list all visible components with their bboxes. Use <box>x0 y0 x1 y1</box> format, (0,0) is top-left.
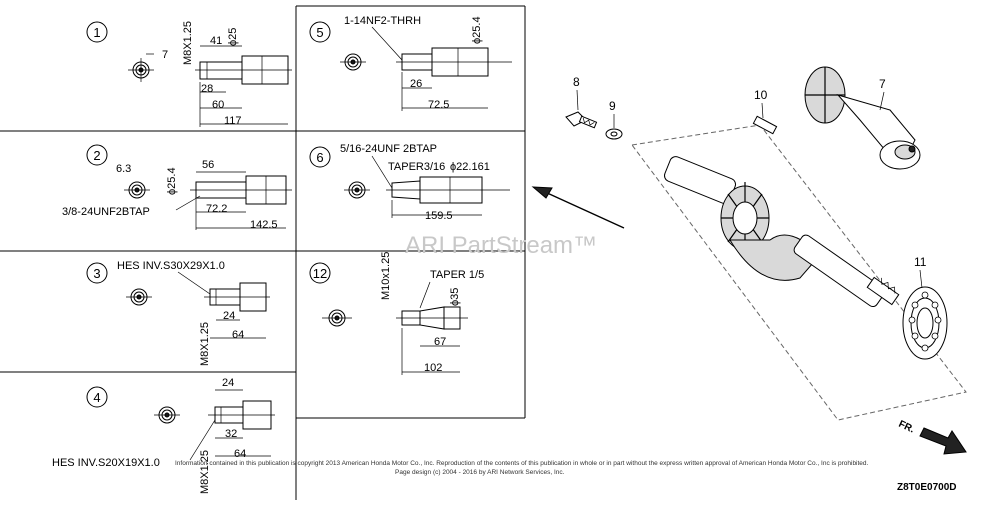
dim-32: 32 <box>225 428 237 440</box>
dim-24: 24 <box>223 310 235 322</box>
dim-67: 67 <box>434 336 446 348</box>
watermark: ARI PartStream™ <box>405 232 597 259</box>
shaft-end-view <box>128 58 154 82</box>
panel-number-circle <box>86 386 108 408</box>
shaft-end-view <box>124 181 150 199</box>
svg-text:10: 10 <box>754 88 768 102</box>
pin[interactable] <box>752 115 778 135</box>
pointer-arrow <box>531 186 625 229</box>
dim-102: 102 <box>424 362 442 374</box>
panel-number-circle <box>86 21 108 43</box>
thread-spec: 1-14NF2-THRH <box>344 15 421 27</box>
shaft-side-view <box>386 176 510 204</box>
callout-7[interactable]: 7 <box>879 77 886 111</box>
shaft-side-view <box>190 175 292 205</box>
callout-9[interactable]: 9 <box>609 99 616 128</box>
thread-spec: 3/8-24UNF2BTAP <box>62 206 150 218</box>
panel-number-circle <box>309 262 331 284</box>
diagram-code: Z8T0E0700D <box>897 482 956 493</box>
front-mark: FR. <box>897 419 916 436</box>
dim-159.5: 159.5 <box>425 210 453 222</box>
dim-56: 56 <box>202 159 214 171</box>
dim-41: 41 <box>210 35 222 47</box>
diameter-label: ϕ22.161 <box>450 161 490 173</box>
panel-2[interactable]: 2 ϕ25.4 56 6.3 72.2 142.5 3/8-24UNF2BTAP <box>62 144 292 231</box>
dim-6.3: 6.3 <box>116 163 131 175</box>
callout-10[interactable]: 10 <box>754 88 768 119</box>
panel-number: 3 <box>93 266 100 281</box>
callout-8[interactable]: 8 <box>573 75 580 111</box>
panel-number-circle <box>309 146 331 168</box>
crankshaft[interactable] <box>663 155 900 309</box>
thread-spec: 5/16-24UNF 2BTAP <box>340 143 437 155</box>
dim-28: 28 <box>201 83 213 95</box>
bearing[interactable] <box>902 286 948 360</box>
panel-1[interactable]: 1 M8X1.25 ϕ25 41 7 28 60 117 <box>86 21 292 127</box>
diameter-label: ϕ25.4 <box>471 16 483 44</box>
dim-60: 60 <box>212 99 224 111</box>
washer[interactable] <box>605 128 623 140</box>
taper-spec: TAPER 1/5 <box>430 269 484 281</box>
assembly-frame <box>631 124 967 421</box>
svg-text:11: 11 <box>914 255 927 269</box>
shaft-side-view <box>396 306 468 330</box>
shaft-side-view <box>396 47 512 77</box>
copyright-line-1: Information contained in this publicatio… <box>175 460 869 467</box>
dim-72.5: 72.5 <box>428 99 449 111</box>
shaft-end-view <box>126 288 152 306</box>
panel-6[interactable]: 6 5/16-24UNF 2BTAP TAPER3/16 ϕ22.161 159… <box>309 143 510 222</box>
panel-number-circle <box>86 144 108 166</box>
svg-text:9: 9 <box>609 99 616 113</box>
svg-text:7: 7 <box>879 77 886 91</box>
spline-spec: HES INV.S20X19X1.0 <box>52 457 160 469</box>
thread-spec: M8X1.25 <box>182 21 194 65</box>
diameter-label: ϕ25.4 <box>166 167 178 195</box>
shaft-end-view <box>154 406 180 424</box>
copyright-line-2: Page design (c) 2004 - 2016 by ARI Netwo… <box>395 469 565 476</box>
shaft-side-view <box>204 282 270 312</box>
panel-number: 1 <box>93 25 100 40</box>
shaft-end-view <box>344 181 370 199</box>
panel-number-circle <box>86 262 108 284</box>
shaft-end-view <box>340 53 366 71</box>
panel-number: 5 <box>316 25 323 40</box>
dim-64: 64 <box>234 448 246 460</box>
panel-4[interactable]: 4 24 32 64 HES INV.S20X19X1.0 M8X1.25 <box>52 377 275 494</box>
panel-number: 2 <box>93 148 100 163</box>
dim-117: 117 <box>224 115 242 127</box>
dim-64: 64 <box>232 329 244 341</box>
shaft-end-view <box>322 309 352 327</box>
dim-142.5: 142.5 <box>250 219 278 231</box>
bolt[interactable] <box>565 111 598 129</box>
panel-5[interactable]: 5 1-14NF2-THRH ϕ25.4 26 72.5 <box>309 15 512 111</box>
thread-spec: M10x1.25 <box>380 252 392 300</box>
dim-24: 24 <box>222 377 234 389</box>
balancer-shaft[interactable] <box>804 66 921 170</box>
panel-number-circle <box>309 21 331 43</box>
panel-number: 4 <box>93 390 100 405</box>
dim-7: 7 <box>162 49 168 61</box>
thread-spec: M8X1.25 <box>199 450 211 494</box>
callout-11[interactable]: 11 <box>914 255 927 289</box>
dim-72.2: 72.2 <box>206 203 227 215</box>
thread-spec: M8X1.25 <box>199 322 211 366</box>
exploded-view[interactable]: 7 8 9 10 11 FR. <box>565 66 967 455</box>
panel-number: 6 <box>316 150 323 165</box>
panel-grid <box>0 5 526 500</box>
panel-number: 12 <box>313 266 327 281</box>
diameter-label: ϕ25 <box>227 28 239 46</box>
panel-12[interactable]: 12 M10x1.25 TAPER 1/5 ϕ35 67 102 <box>309 252 484 375</box>
front-direction-arrow: FR. <box>897 419 967 455</box>
svg-text:8: 8 <box>573 75 580 89</box>
panel-3[interactable]: 3 HES INV.S30X29X1.0 24 64 M8X1.25 <box>86 260 270 366</box>
shaft-side-view <box>195 55 292 85</box>
shaft-side-view <box>208 400 275 430</box>
diameter-label: ϕ35 <box>449 288 461 306</box>
dim-26: 26 <box>410 78 422 90</box>
taper-spec: TAPER3/16 <box>388 161 445 173</box>
spline-spec: HES INV.S30X29X1.0 <box>117 260 225 272</box>
